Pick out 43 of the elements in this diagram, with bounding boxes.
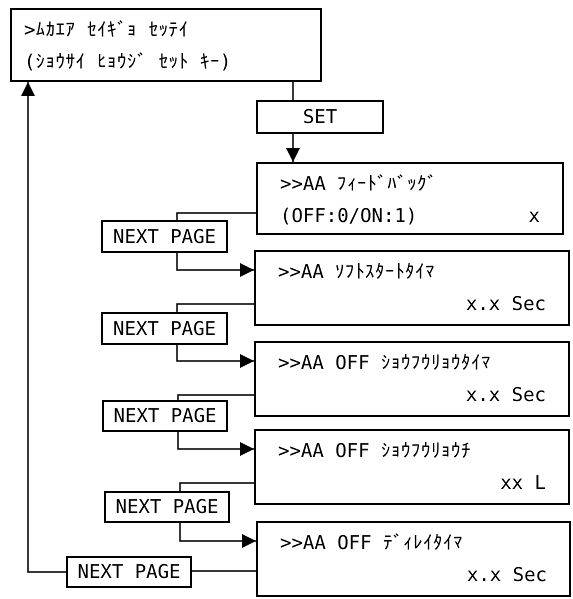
connector-line [192,570,256,572]
screen-box [256,521,571,597]
key-label: NEXT PAGE [116,495,218,519]
screen-value: x.x Sec [466,563,547,587]
key-label: NEXT PAGE [78,560,180,584]
screen-title: >>AA OFF ｼｮｳﾌｳﾘｮｳﾀｲﾏ [278,351,491,375]
key-label: NEXT PAGE [113,224,216,248]
screen-box [254,341,570,417]
arrow [176,253,254,277]
screen-title: >ﾑｶｴｱ ｾｲｷﾞｮ ｾｯﾃｲ [24,18,188,42]
arrow [179,523,256,548]
arrow [286,134,300,162]
key-box [101,312,228,345]
key-label: NEXT PAGE [114,404,216,428]
screen-value: (ｼｮｳｻｲ ﾋｮｳｼﾞ ｾｯﾄ ｷｰ) [24,50,232,74]
key-box [102,400,228,432]
screen-value: (OFF:0/ON:1) [280,204,418,228]
connector-line [176,303,254,312]
screen-value: x [528,204,540,228]
key-box [256,100,384,134]
connector-line [179,482,254,491]
key-box [66,556,192,588]
screen-title: >>AA OFF ﾃﾞｨﾚｲﾀｲﾏ [280,531,463,555]
screen-title: >>AA OFF ｼｮｳﾌｳﾘｮｳﾁ [278,439,471,463]
key-label: SET [302,105,338,129]
screen-value: x.x Sec [466,292,546,316]
arrow [176,345,254,368]
arrow [177,432,254,456]
screen-value: x.x Sec [466,383,546,407]
connector-line [177,394,254,400]
screen-box [254,429,570,505]
screen-title: >>AA ﾌｨｰﾄﾞﾊﾞｯｸﾞ [280,172,438,196]
key-box [104,491,230,523]
connector-line [292,82,294,100]
key-box [101,220,228,253]
screen-box [256,162,564,235]
connector-line [176,212,256,220]
screen-box [10,8,322,82]
key-label: NEXT PAGE [113,316,216,340]
screen-title: >>AA ｿﾌﾄｽﾀｰﾄﾀｲﾏ [278,260,436,284]
screen-box [254,250,570,326]
arrow [21,82,66,573]
screen-value: xx L [500,471,546,495]
